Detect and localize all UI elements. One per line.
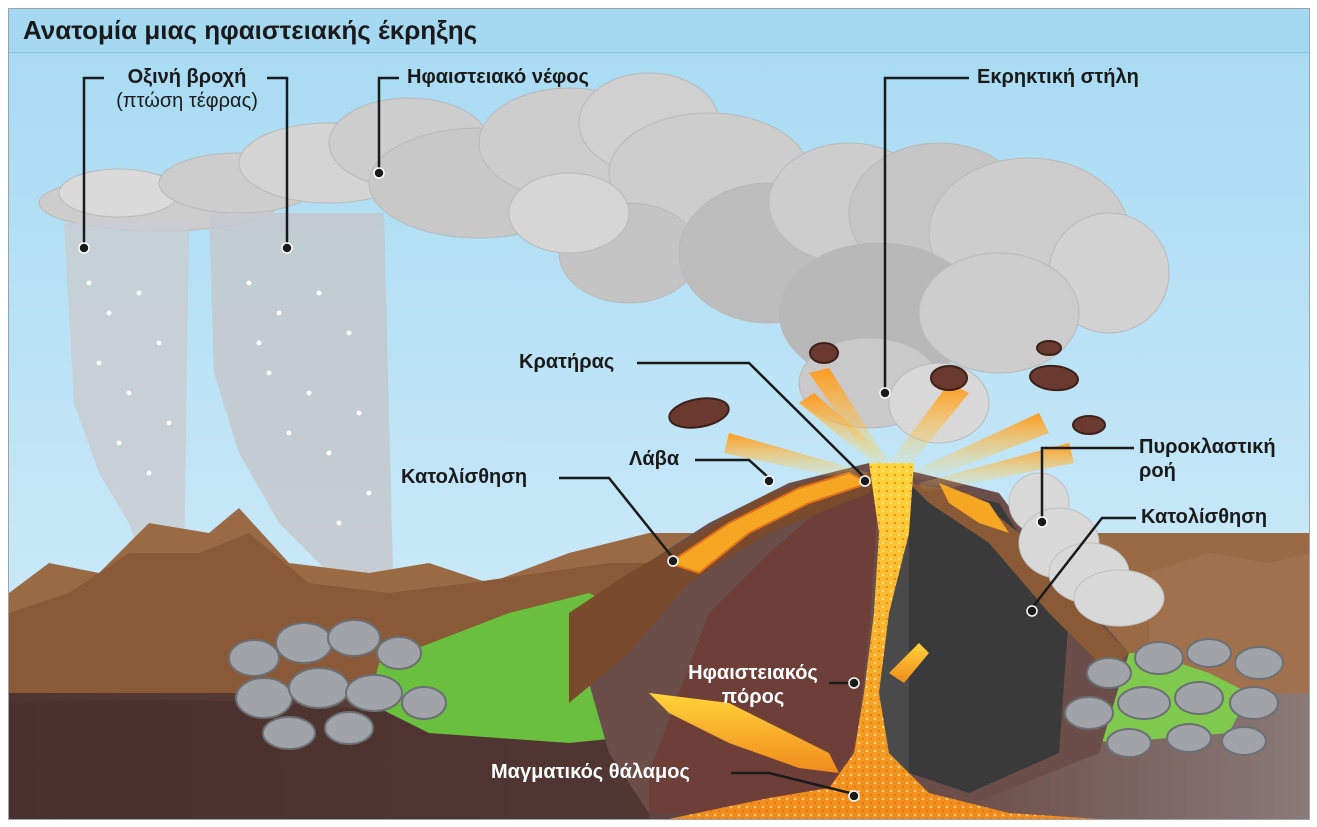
label-acid-rain: Οξινή βροχή (πτώση τέφρας) <box>105 65 269 113</box>
label-magma-chamber: Μαγματικός θάλαμος <box>491 761 690 783</box>
label-volcanic-cloud: Ηφαιστειακό νέφος <box>407 66 589 88</box>
label-acid-rain-sub: (πτώση τέφρας) <box>116 90 258 112</box>
label-landslide-left: Κατολίσθηση <box>401 466 528 488</box>
rock-boulder-icon <box>228 619 447 750</box>
volcanic-cloud <box>38 72 1170 444</box>
diagram-frame: Ανατομία μιας ηφαιστειακής έκρηξης <box>8 8 1310 820</box>
label-landslide-right: Κατολίσθηση <box>1141 506 1268 528</box>
eruption-jets <box>724 368 1074 493</box>
title-bar: Ανατομία μιας ηφαιστειακής έκρηξης <box>9 9 1309 53</box>
lava-bomb-icon <box>668 340 1106 435</box>
rock-boulder-icon-right <box>1064 638 1284 758</box>
label-volcanic-vent-line1: Ηφαιστειακός <box>688 662 818 684</box>
label-volcanic-vent: Ηφαιστειακός πόρος <box>673 661 833 709</box>
label-lava: Λάβα <box>629 448 680 470</box>
label-volcanic-vent-line2: πόρος <box>721 686 785 708</box>
label-pyroclastic-flow: Πυροκλαστική ροή <box>1139 435 1276 483</box>
lava-flow-right <box>939 483 1009 533</box>
label-pyroclastic-flow-line2: ροή <box>1139 460 1176 482</box>
label-eruption-column: Εκρηκτική στήλη <box>977 66 1139 88</box>
acid-rain-curtains <box>64 213 394 643</box>
magma-system <box>649 463 1099 819</box>
diagram-title: Ανατομία μιας ηφαιστειακής έκρηξης <box>23 15 478 45</box>
label-acid-rain-main: Οξινή βροχή <box>127 66 247 88</box>
label-pyroclastic-flow-line1: Πυροκλαστική <box>1139 436 1276 458</box>
volcano-scene: Οξινή βροχή (πτώση τέφρας) Ηφαιστειακό ν… <box>9 53 1309 819</box>
label-crater: Κρατήρας <box>519 351 615 373</box>
leader-line-dots <box>78 167 1048 802</box>
volcano-illustration <box>9 53 1309 819</box>
leader-lines <box>82 76 1136 796</box>
